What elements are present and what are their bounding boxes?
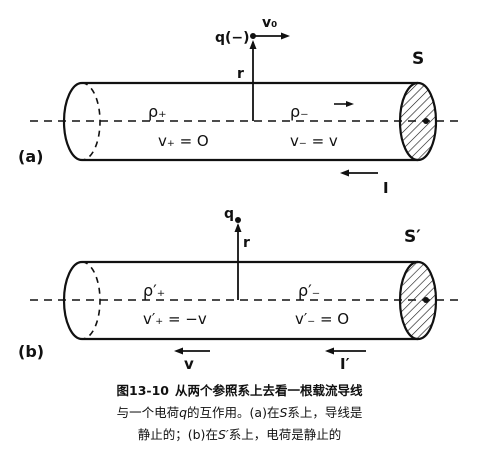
electron-drift-arrowhead-a bbox=[346, 101, 354, 107]
radius-arrowhead-a bbox=[249, 40, 257, 49]
rho-plus-label-b: ρ′₊ bbox=[143, 281, 165, 300]
figure-number: 图13-10 bbox=[116, 383, 169, 398]
caption-line-3: 静止的；(b)在S′系上，电荷是静止的 bbox=[0, 424, 479, 446]
rho-minus-label-a: ρ₋ bbox=[290, 102, 309, 121]
caption-text-2a: 与一个电荷 bbox=[116, 405, 180, 420]
wire-right-end-section-a bbox=[398, 81, 438, 162]
caption-line-2: 与一个电荷q的互作用。(a)在S系上，导线是 bbox=[0, 402, 479, 424]
radius-label-b: r bbox=[243, 235, 250, 251]
v-plus-label-b: v′₊ = −v bbox=[143, 310, 207, 328]
axis-dot-b bbox=[423, 297, 429, 303]
panel-tag-b: (b) bbox=[18, 342, 44, 361]
velocity-label-b: v bbox=[184, 355, 194, 373]
caption-symbol-s-prime: S′ bbox=[217, 427, 229, 442]
caption-line-1: 图13-10 从两个参照系上去看一根载流导线 bbox=[0, 380, 479, 402]
current-label-b: I′ bbox=[340, 355, 350, 373]
current-arrowhead-a bbox=[340, 169, 349, 177]
radius-label-a: r bbox=[237, 66, 244, 82]
caption-text-3b: 系上，电荷是静止的 bbox=[228, 427, 342, 442]
charge-velocity-label-a: v₀ bbox=[262, 15, 277, 31]
charge-velocity-arrowhead-a bbox=[281, 32, 290, 40]
panel-tag-a: (a) bbox=[18, 147, 43, 166]
rho-plus-label-a: ρ₊ bbox=[148, 102, 167, 121]
caption-symbol-s: S bbox=[279, 405, 288, 420]
charge-dot-b bbox=[235, 217, 241, 223]
velocity-arrowhead-b bbox=[174, 347, 183, 355]
v-plus-label-a: v₊ = O bbox=[158, 132, 209, 150]
caption-symbol-q: q bbox=[179, 405, 188, 420]
panel-b: q r S′ ρ′₊ v′₊ = −v ρ′₋ v′₋ = O v I′ (b) bbox=[18, 206, 458, 373]
charge-label-a: q(−) bbox=[215, 30, 250, 46]
current-label-a: I bbox=[383, 179, 389, 197]
caption-text-2b: 的互作用。(a)在 bbox=[187, 405, 280, 420]
radius-arrowhead-b bbox=[234, 223, 242, 232]
caption-text-2c: 系上，导线是 bbox=[287, 405, 363, 420]
frame-label-b: S′ bbox=[404, 227, 421, 247]
v-minus-label-b: v′₋ = O bbox=[295, 310, 349, 328]
caption-text-1: 从两个参照系上去看一根载流导线 bbox=[174, 383, 363, 398]
charge-label-b: q bbox=[224, 206, 234, 222]
frame-label-a: S bbox=[412, 49, 424, 69]
axis-dot-a bbox=[423, 118, 429, 124]
current-arrowhead-b bbox=[325, 347, 334, 355]
rho-minus-label-b: ρ′₋ bbox=[298, 281, 320, 300]
caption-text-3a: 静止的；(b)在 bbox=[137, 427, 218, 442]
panel-a: q(−) v₀ r S ρ₊ v₊ = O ρ₋ v₋ = v I (a) bbox=[18, 15, 458, 197]
wire-right-end-section-b bbox=[398, 260, 438, 341]
v-minus-label-a: v₋ = v bbox=[290, 132, 338, 150]
